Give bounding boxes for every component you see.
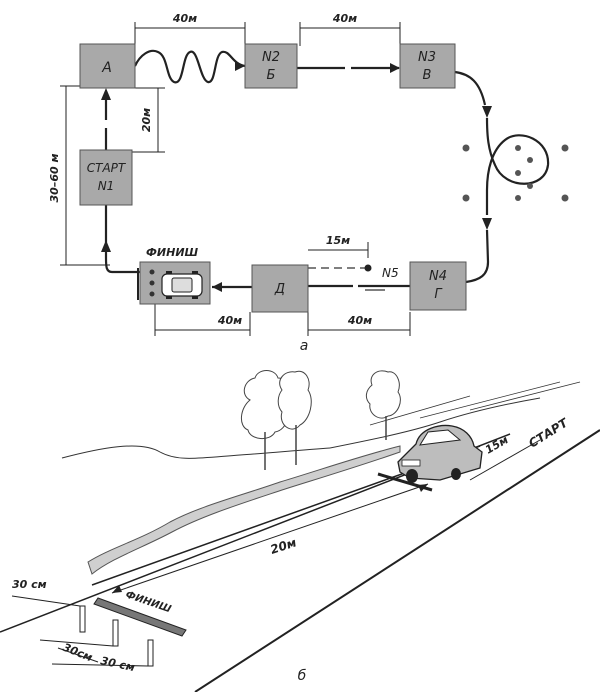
box-b: N2 Б <box>244 43 298 89</box>
landscape <box>61 381 581 459</box>
finish-box: ФИНИШ <box>137 246 211 305</box>
dim-top-left: 40м <box>172 12 197 25</box>
diagram-b: СТАРТ 15м 20м ФИНИШ 30 см 30см 30 см <box>0 370 600 692</box>
dim-top-right: 40м <box>332 12 357 25</box>
n5-post-icon <box>364 264 372 272</box>
route-path <box>104 49 550 291</box>
circle-posts <box>462 144 569 202</box>
route-arrows <box>101 61 492 292</box>
dim-bottom-right: 40м <box>347 314 372 327</box>
dist-15: 15м <box>483 433 511 456</box>
box-a-label: А <box>101 60 112 76</box>
box-start: СТАРТ N1 <box>79 149 133 206</box>
finish-label: ФИНИШ <box>146 246 199 259</box>
tree-icon <box>277 370 312 465</box>
box-b-letter: Б <box>267 68 276 83</box>
box-g-number: N4 <box>429 269 447 284</box>
box-d-label: Д <box>274 282 285 297</box>
diagram-a: А N2 Б N3 В СТАРТ N1 N4 Г Д <box>48 12 569 354</box>
box-v: N3 В <box>399 43 456 89</box>
box-b-number: N2 <box>262 50 280 65</box>
box-start-line1: СТАРТ <box>87 161 127 175</box>
car-icon <box>161 271 203 299</box>
dim-bottom-left: 40м <box>217 314 242 327</box>
marker-posts <box>79 605 154 667</box>
dim-n5-gap: 15м <box>326 234 350 247</box>
caption-b: б <box>298 668 307 684</box>
post-gap-1: 30 см <box>12 578 47 591</box>
box-d: Д <box>251 264 309 313</box>
start-label: СТАРТ <box>526 415 571 450</box>
dim-left-vertical: 20м <box>140 108 153 132</box>
post-dimensions <box>11 595 149 667</box>
roadside-verge <box>87 445 401 575</box>
box-v-letter: В <box>423 68 432 83</box>
car-icon <box>397 424 483 483</box>
tree-icon <box>365 370 401 440</box>
caption-a: а <box>300 338 309 354</box>
dist-20: 20м <box>269 535 299 557</box>
box-g: N4 Г <box>409 261 467 311</box>
box-start-line2: N1 <box>98 179 115 193</box>
post-gap-3: 30 см <box>99 654 136 674</box>
box-g-letter: Г <box>434 287 443 302</box>
box-v-number: N3 <box>418 50 436 65</box>
box-a: А <box>79 43 136 89</box>
finish-bar: ФИНИШ <box>93 589 187 637</box>
dimension-lines <box>60 22 411 336</box>
dim-outer-vertical: 30–60 м <box>48 154 61 203</box>
n5-label: N5 <box>382 266 399 280</box>
